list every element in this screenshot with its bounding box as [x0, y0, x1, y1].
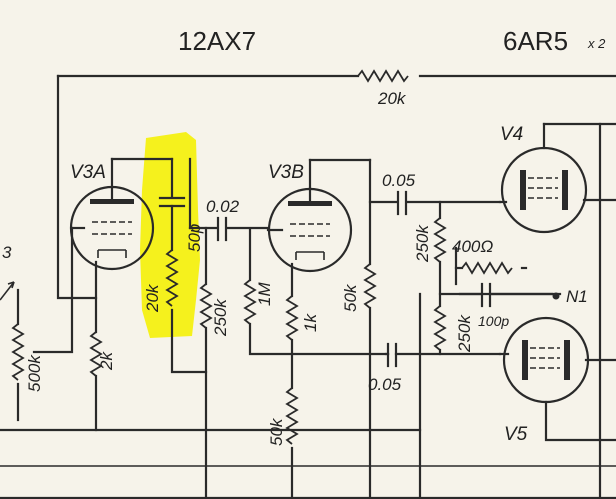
label-grid-resistor-1m: 1M: [255, 282, 274, 306]
label-v4: V4: [500, 124, 523, 145]
resistor-250k-v5: [418, 292, 447, 499]
pot-500k: [0, 226, 74, 422]
label-coupling-cap-2: 0.05: [382, 171, 416, 190]
tube-v5: [498, 316, 616, 442]
label-grid-resistor-1: 250k: [211, 298, 230, 337]
label-grid-resistor-v4: 250k: [413, 224, 432, 263]
label-v5: V5: [504, 424, 528, 445]
label-coupling-cap-3: 0.05: [368, 375, 402, 394]
label-bypass-cap: 50p: [185, 224, 204, 252]
label-n1: N1: [566, 287, 588, 306]
tube-v3b: [266, 158, 372, 273]
resistor-400-ohm: [454, 246, 528, 286]
label-cathode-resistor-v3b: 1k: [301, 313, 320, 332]
label-left-fragment: 3: [2, 243, 12, 262]
yellow-highlight: [140, 132, 200, 338]
label-grid-resistor-v5: 250k: [455, 314, 474, 353]
label-plate-load-v3a: 20k: [143, 283, 162, 313]
tube-v4: [498, 122, 616, 234]
label-v3a: V3A: [70, 162, 106, 183]
resistor-250k-left: [199, 226, 213, 499]
resistor-50k-plate: [363, 158, 377, 499]
label-balance-resistor: 400Ω: [452, 237, 493, 256]
resistor-2k: [89, 260, 103, 432]
cap-0-05-lower: [384, 342, 502, 368]
label-plate-load-v3b: 50k: [341, 283, 360, 312]
label-coupling-cap-1: 0.02: [206, 197, 240, 216]
resistor-20k-plate: [165, 249, 208, 374]
cap-0-05-upper: [368, 190, 502, 216]
label-v3b: V3B: [268, 162, 304, 183]
cap-0-02: [188, 216, 270, 242]
resistor-50k-tail: [285, 387, 299, 499]
title-6ar5: 6AR5: [503, 26, 568, 56]
label-cathode-resistor-v3a: 2k: [97, 351, 116, 371]
title-6ar5-suffix: x 2: [587, 36, 606, 51]
label-tail-resistor: 50k: [267, 417, 286, 446]
label-volume-pot: 500k: [25, 354, 44, 392]
cap-100p: [458, 282, 560, 308]
resistor-1k: [285, 262, 299, 390]
label-feedback-cap: 100p: [478, 313, 509, 329]
ground-bus: [0, 122, 616, 499]
title-12ax7: 12AX7: [178, 26, 256, 56]
feedback-line: [56, 69, 616, 300]
cap-50p: [158, 157, 192, 252]
tube-v3a: [69, 157, 174, 271]
resistor-1m: [243, 228, 390, 356]
label-feedback-resistor: 20k: [377, 89, 407, 108]
